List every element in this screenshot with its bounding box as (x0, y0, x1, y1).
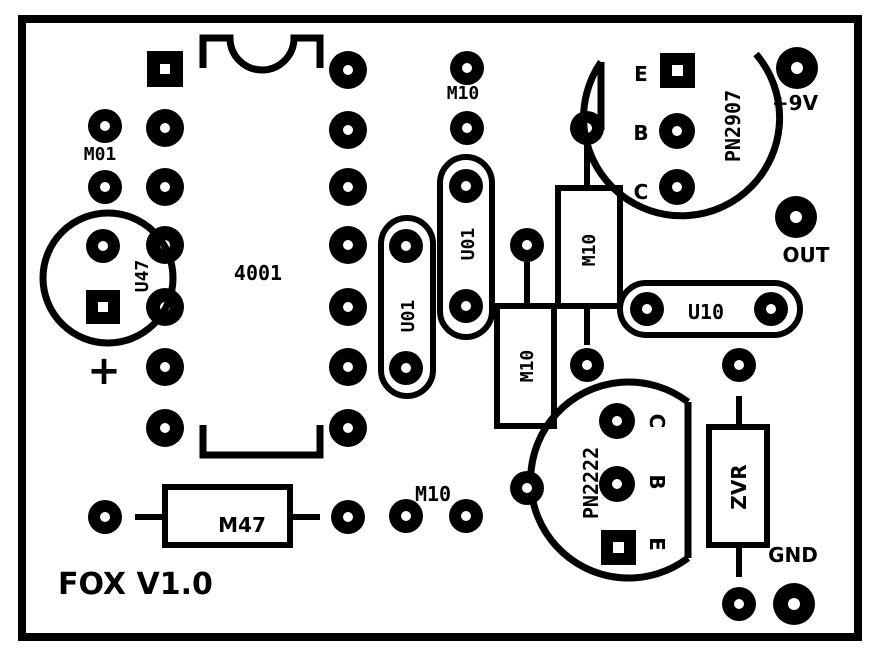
ic-pad (146, 168, 184, 206)
pin-e-top: E (634, 62, 648, 86)
pad-out (775, 196, 817, 238)
zvr-resistor (706, 348, 770, 621)
ic-label: 4001 (234, 261, 282, 285)
m10-resistor-b (555, 111, 623, 382)
ic-pad (329, 348, 367, 386)
ic-4001 (199, 34, 324, 459)
u01-right-capacitor (437, 154, 495, 340)
pad-9v (776, 47, 818, 89)
u01-left-label: U01 (398, 300, 419, 333)
ic-pad (329, 51, 367, 89)
zvr-label: ZVR (727, 464, 751, 509)
m47-label: M47 (218, 513, 266, 537)
pn2907-label: PN2907 (721, 90, 745, 162)
m10-resistor-b-label: M10 (579, 234, 600, 267)
m10-top-pads (450, 51, 484, 145)
pin-e-bottom: E (645, 537, 669, 551)
pin-c-top: C (634, 180, 649, 204)
m01-label: M01 (84, 144, 117, 165)
u47-capacitor (39, 209, 177, 347)
gnd-label: GND (768, 543, 818, 567)
m10-resistor-a (494, 228, 557, 429)
m10-resistor-a-label: M10 (517, 350, 538, 383)
pad-gnd (773, 583, 815, 625)
pn2222-label: PN2222 (579, 447, 603, 519)
pin-b-top: B (633, 121, 648, 145)
m47-resistor (88, 484, 365, 548)
m10-bottom-pads (389, 499, 483, 533)
m10-bottom-label: M10 (415, 482, 451, 506)
ic-pad (146, 109, 184, 147)
ic-pad (329, 111, 367, 149)
ic-pad (329, 288, 367, 326)
ic-pad (329, 409, 367, 447)
u10-capacitor (617, 280, 803, 338)
plus-sign: + (87, 348, 121, 394)
out-label: OUT (783, 243, 830, 267)
u01-left-capacitor (378, 215, 436, 399)
pin-b-bottom: B (645, 474, 669, 489)
u01-right-label: U01 (458, 228, 479, 261)
ic-pad (146, 409, 184, 447)
pn2907-transistor (580, 51, 784, 220)
u10-label: U10 (688, 300, 724, 324)
ic-pad (146, 348, 184, 386)
plus9v-label: +9V (772, 91, 819, 115)
board-title: FOX V1.0 (58, 567, 213, 602)
m01-capacitor (88, 109, 122, 204)
ic-pad (329, 226, 367, 264)
u47-label: U47 (132, 260, 153, 293)
pin-c-bottom: C (645, 414, 669, 429)
pn2222-transistor (510, 378, 692, 582)
ic-pads-right (329, 51, 367, 447)
m10-top-label: M10 (447, 83, 480, 104)
ic-pad (329, 168, 367, 206)
